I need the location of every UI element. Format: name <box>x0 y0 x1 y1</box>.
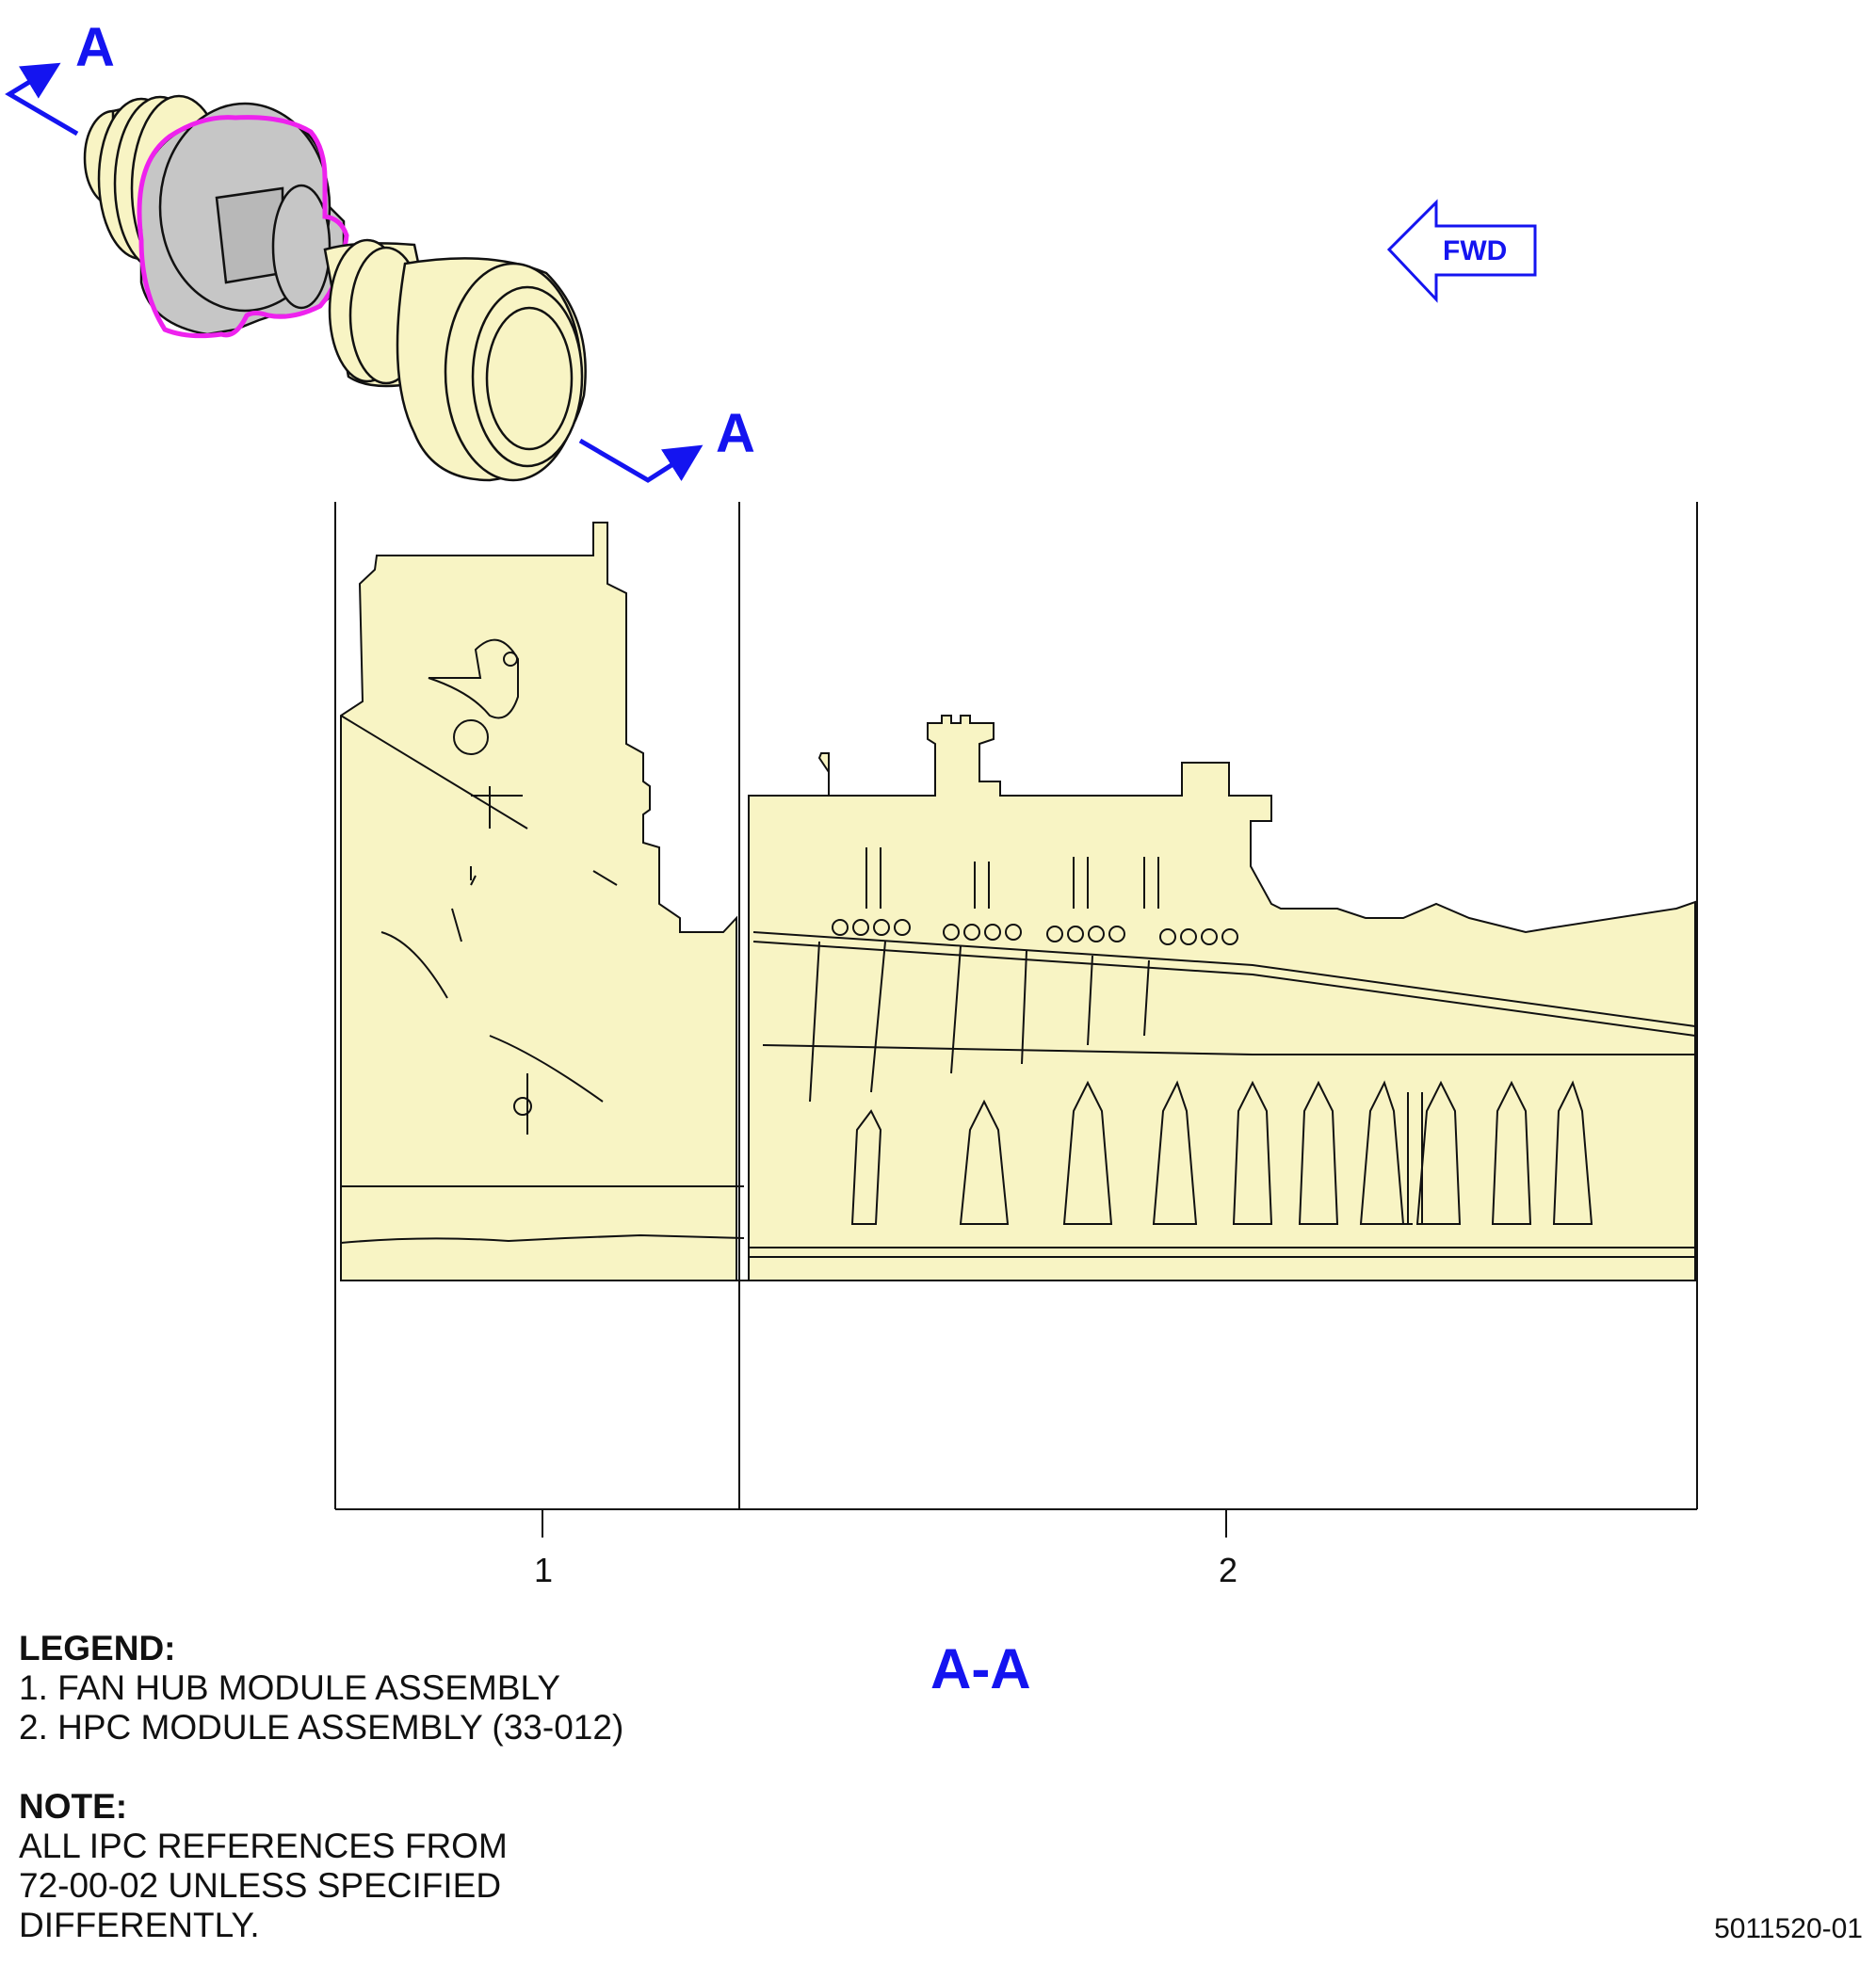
callout-2: 2 <box>1219 1551 1237 1589</box>
legend-heading: LEGEND: <box>19 1629 176 1667</box>
section-letter-lower: A <box>716 403 755 464</box>
note-line: DIFFERENTLY. <box>19 1906 260 1944</box>
figure-id: 5011520-01 <box>1714 1913 1863 1944</box>
fwd-label: FWD <box>1443 235 1507 266</box>
callout-frame <box>334 502 1698 1538</box>
legend: LEGEND: 1. FAN HUB MODULE ASSEMBLY 2. HP… <box>19 1629 623 1748</box>
section-title: A-A <box>930 1637 1031 1700</box>
section-letter-upper: A <box>75 17 115 78</box>
callout-1: 1 <box>534 1551 553 1589</box>
legend-item: 1. FAN HUB MODULE ASSEMBLY <box>19 1668 561 1707</box>
engine-isometric-view <box>83 94 587 482</box>
note-heading: NOTE: <box>19 1787 128 1826</box>
section-marker-upper: A <box>5 17 115 137</box>
section-marker-lower: A <box>578 403 755 483</box>
note-line: ALL IPC REFERENCES FROM <box>19 1827 508 1865</box>
fwd-arrow: FWD <box>1386 199 1537 303</box>
note-line: 72-00-02 UNLESS SPECIFIED <box>19 1866 502 1905</box>
note: NOTE: ALL IPC REFERENCES FROM 72-00-02 U… <box>19 1787 508 1945</box>
legend-item: 2. HPC MODULE ASSEMBLY (33-012) <box>19 1708 624 1747</box>
cross-section-drawing <box>340 522 1696 1281</box>
